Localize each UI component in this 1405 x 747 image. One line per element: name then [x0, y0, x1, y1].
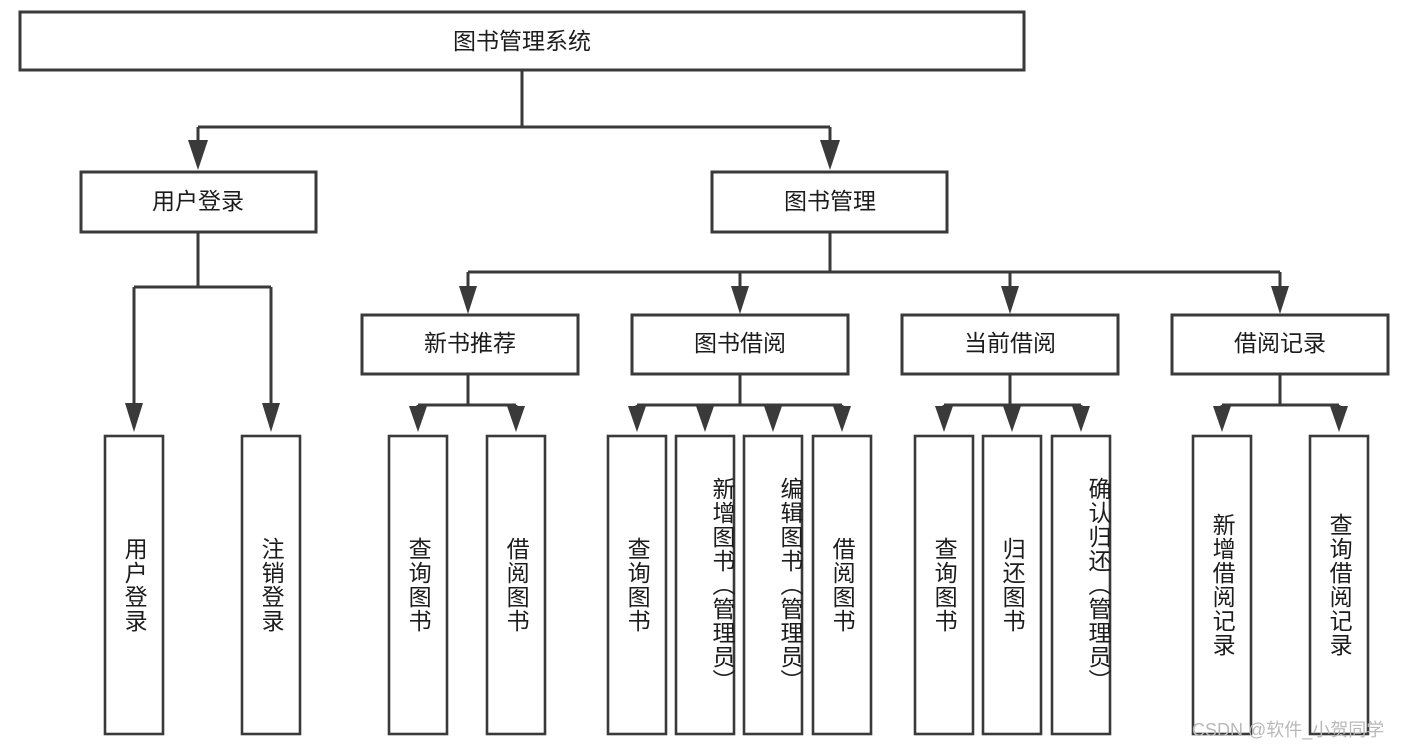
arrow-head-borrow-record — [1271, 286, 1289, 314]
node-box-root[interactable] — [18, 10, 1026, 72]
node-label-book-manage: 图书管理 — [784, 188, 876, 214]
node-label-current-borrow: 当前借阅 — [964, 330, 1056, 356]
connector-group-user-login — [125, 232, 280, 432]
leaf-box-nb-query-book[interactable] — [387, 434, 449, 736]
node-label-new-book-recommend: 新书推荐 — [424, 330, 516, 356]
node-box-borrow-record[interactable] — [1170, 313, 1390, 376]
connector-group-current-borrow — [935, 374, 1090, 432]
arrow-head-bb-leaf2 — [696, 406, 714, 432]
connector-group-book-manage — [459, 232, 1289, 314]
arrow-head-cb-leaf1 — [935, 406, 953, 432]
arrow-head-bb-leaf3 — [764, 406, 782, 432]
arrow-head-new-book-recommend — [459, 286, 477, 314]
arrow-head-leaf-logout — [262, 403, 280, 432]
node-box-book-borrow[interactable] — [630, 313, 850, 376]
leaf-box-bb-query-book[interactable] — [606, 434, 668, 736]
arrow-head-nb-leaf2 — [507, 406, 525, 432]
arrow-head-bb-leaf1 — [628, 406, 646, 432]
node-box-user-login[interactable] — [79, 170, 318, 234]
node-label-root: 图书管理系统 — [453, 28, 591, 54]
leaf-box-user-login[interactable] — [103, 434, 165, 736]
leaf-box-nb-borrow-book[interactable] — [485, 434, 547, 736]
arrow-head-cb-leaf2 — [1003, 406, 1021, 432]
arrow-head-nb-leaf1 — [409, 406, 427, 432]
arrow-head-cb-leaf3 — [1072, 406, 1090, 432]
node-label-book-borrow: 图书借阅 — [694, 330, 786, 356]
arrow-head-book-borrow — [731, 286, 749, 314]
leaf-box-cb-return-book[interactable] — [981, 434, 1043, 736]
arrow-head-user-login — [188, 140, 208, 170]
leaf-box-cb-confirm-return[interactable] — [1050, 434, 1112, 736]
arrow-head-br-leaf1 — [1213, 406, 1231, 432]
node-label-borrow-record: 借阅记录 — [1234, 330, 1326, 356]
node-box-current-borrow[interactable] — [900, 313, 1120, 376]
arrow-head-book-manage — [820, 140, 840, 170]
arrow-head-br-leaf2 — [1330, 406, 1348, 432]
node-box-book-manage[interactable] — [710, 170, 949, 234]
connector-group-new-book-recommend — [409, 374, 525, 432]
arrow-head-bb-leaf4 — [833, 406, 851, 432]
leaf-box-logout[interactable] — [240, 434, 302, 736]
leaf-box-br-query-record[interactable] — [1308, 434, 1370, 736]
connector-group-book-borrow — [628, 374, 851, 432]
arrow-head-leaf-user-login — [125, 403, 143, 432]
leaf-box-bb-add-book[interactable] — [674, 434, 736, 736]
connector-group-borrow-record — [1213, 374, 1348, 432]
arrow-head-current-borrow — [1001, 286, 1019, 314]
leaf-box-cb-query-book[interactable] — [913, 434, 975, 736]
leaf-box-bb-borrow-book[interactable] — [811, 434, 873, 736]
node-label-user-login: 用户登录 — [152, 188, 244, 214]
leaf-box-bb-edit-book[interactable] — [742, 434, 804, 736]
connector-group-root — [188, 70, 840, 170]
node-box-new-book-recommend[interactable] — [360, 313, 580, 376]
leaf-box-br-add-record[interactable] — [1191, 434, 1253, 736]
